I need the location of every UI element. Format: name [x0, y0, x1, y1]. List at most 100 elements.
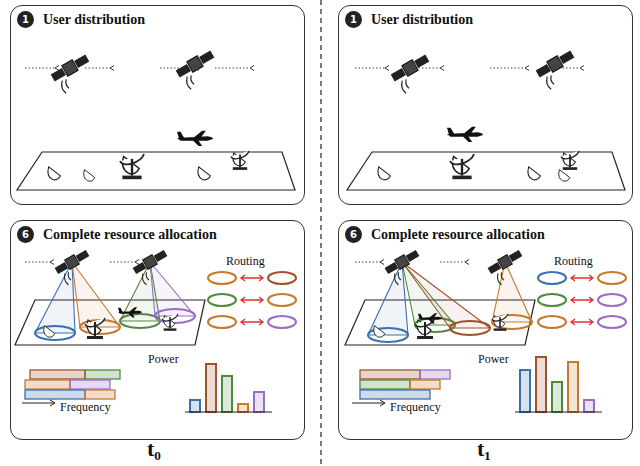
- power-bar: [238, 404, 248, 412]
- beam-footprint: [492, 315, 532, 329]
- satellite: [54, 248, 97, 286]
- satellite: [132, 248, 175, 286]
- frequency-band: [30, 370, 85, 379]
- power-bar: [222, 376, 232, 412]
- beam: [402, 262, 490, 328]
- frequency-band: [360, 370, 420, 379]
- routing-beam: [538, 294, 566, 306]
- frequency-band: [85, 390, 115, 399]
- motion-arrow: [50, 260, 54, 265]
- ground-terminal: [231, 151, 249, 170]
- time-label: t₁: [477, 436, 491, 462]
- ground-terminal: [561, 151, 579, 170]
- frequency-band: [410, 380, 440, 389]
- motion-trail: [85, 68, 110, 69]
- airplane: [418, 313, 442, 323]
- beam-footprint: [450, 321, 490, 335]
- ground-terminal: [120, 154, 144, 179]
- ground-terminal: [162, 314, 178, 331]
- beam: [150, 262, 195, 316]
- beam: [368, 262, 408, 335]
- motion-arrow: [55, 66, 59, 71]
- ground-terminal: [48, 167, 61, 180]
- panel-box: User distribution: [10, 5, 305, 205]
- motion-trail: [355, 68, 385, 69]
- frequency-axis: [22, 400, 55, 406]
- panel-box: User distribution: [338, 5, 633, 205]
- power-bar: [552, 382, 562, 412]
- ground-terminal: [44, 326, 55, 338]
- routing-beam: [268, 316, 296, 328]
- ground-terminal: [374, 326, 385, 338]
- frequency-band: [25, 380, 70, 389]
- beam: [492, 262, 532, 322]
- ground-terminal: [450, 154, 474, 179]
- routing-label: Routing: [226, 254, 265, 269]
- power-axis: [185, 412, 272, 413]
- satellite: [487, 248, 530, 286]
- frequency-band: [85, 370, 120, 379]
- power-label: Power: [148, 352, 179, 367]
- panel-box: Complete resource allocation: [10, 220, 305, 440]
- airplane: [177, 131, 213, 146]
- airplane: [118, 307, 142, 317]
- frequency-label: Frequency: [390, 400, 441, 415]
- routing-beam: [268, 272, 296, 284]
- power-bar: [536, 357, 546, 412]
- power-label: Power: [478, 352, 509, 367]
- frequency-band: [360, 380, 410, 389]
- divider: [320, 0, 321, 466]
- motion-arrow: [110, 66, 114, 71]
- motion-trail: [110, 262, 135, 263]
- routing-beam: [538, 272, 566, 284]
- routing-beam: [538, 316, 566, 328]
- motion-arrow: [250, 66, 254, 71]
- time-label: t₀: [147, 436, 161, 462]
- motion-arrow: [440, 66, 444, 71]
- panel-heading: User distribution: [371, 12, 473, 28]
- panel-heading: Complete resource allocation: [371, 227, 545, 243]
- beam-footprint: [35, 326, 75, 340]
- panel-box: Complete resource allocation: [338, 220, 633, 440]
- routing-link: [571, 297, 593, 303]
- satellite: [384, 248, 427, 286]
- power-axis: [515, 412, 602, 413]
- ground-terminal: [198, 167, 211, 180]
- satellite: [390, 53, 438, 96]
- satellite: [175, 49, 223, 92]
- motion-trail: [25, 262, 50, 263]
- satellite: [535, 49, 583, 92]
- motion-trail: [25, 68, 55, 69]
- frequency-band: [25, 390, 85, 399]
- callout-number: 6: [345, 226, 362, 243]
- ground-terminal: [559, 170, 570, 182]
- routing-beam: [268, 294, 296, 306]
- callout-number: 1: [17, 11, 34, 28]
- frequency-band: [70, 380, 110, 389]
- routing-beam: [598, 272, 626, 284]
- ground-terminal: [84, 170, 95, 182]
- motion-arrow: [465, 260, 469, 265]
- power-bar: [190, 400, 200, 412]
- airplane: [447, 127, 483, 142]
- power-bar: [206, 364, 216, 412]
- frequency-label: Frequency: [60, 400, 111, 415]
- panel-heading: Complete resource allocation: [43, 227, 217, 243]
- motion-trail: [215, 68, 250, 69]
- motion-arrow: [135, 260, 139, 265]
- beam-footprint: [120, 314, 160, 328]
- ground-terminal: [378, 167, 391, 180]
- ground-terminal: [492, 314, 508, 331]
- ground-terminal: [85, 318, 105, 339]
- beam: [35, 262, 75, 333]
- motion-trail: [490, 68, 525, 69]
- motion-trail: [440, 262, 465, 263]
- power-bar: [568, 362, 578, 412]
- motion-trail: [415, 68, 440, 69]
- routing-link: [241, 275, 263, 281]
- power-bar: [520, 370, 530, 412]
- frequency-band: [420, 370, 450, 379]
- routing-link: [241, 297, 263, 303]
- callout-number: 6: [17, 226, 34, 243]
- routing-beam: [208, 294, 236, 306]
